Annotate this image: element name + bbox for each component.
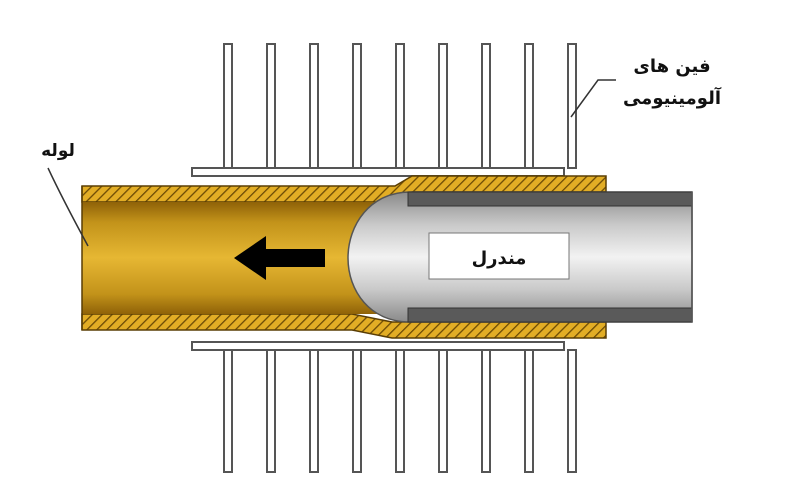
fins-label-line2: آلومینیومی bbox=[623, 86, 722, 109]
top-fin-blade bbox=[266, 43, 276, 169]
top-fins bbox=[191, 43, 577, 177]
fins-leader-line bbox=[570, 79, 616, 118]
bottom-fin-blade bbox=[524, 349, 534, 473]
mandrel-label: مندرل bbox=[472, 248, 527, 269]
bottom-fin-blade bbox=[223, 349, 233, 473]
tube-wall-bottom bbox=[81, 313, 607, 339]
top-fin-blade bbox=[438, 43, 448, 169]
mandrel-rod-bottom bbox=[407, 307, 693, 323]
fins-label-line1: فین های bbox=[633, 56, 710, 77]
tube-label: لوله bbox=[41, 141, 75, 161]
mandrel: مندرل bbox=[347, 191, 693, 323]
top-fin-base bbox=[191, 167, 565, 177]
mandrel-rod-top bbox=[407, 191, 693, 207]
bottom-fin-blade bbox=[266, 349, 276, 473]
top-fin-blade bbox=[352, 43, 362, 169]
top-fin-blade bbox=[524, 43, 534, 169]
bottom-fin-blade bbox=[438, 349, 448, 473]
tube-bore bbox=[82, 202, 382, 314]
tube-leader-line bbox=[47, 167, 89, 247]
bottom-fins bbox=[191, 341, 577, 473]
top-fin-blade bbox=[395, 43, 405, 169]
top-fin-blade bbox=[567, 43, 577, 169]
top-fin-blade bbox=[309, 43, 319, 169]
bottom-fin-blade bbox=[567, 349, 577, 473]
bottom-fin-blade bbox=[309, 349, 319, 473]
bottom-fin-blade bbox=[481, 349, 491, 473]
top-fin-blade bbox=[223, 43, 233, 169]
bottom-fin-blade bbox=[352, 349, 362, 473]
top-fin-blade bbox=[481, 43, 491, 169]
top-fin-blades bbox=[223, 43, 577, 169]
bottom-fin-base bbox=[191, 341, 565, 351]
mandrel-label-box bbox=[428, 232, 570, 280]
bottom-fin-blade bbox=[395, 349, 405, 473]
bottom-fin-blades bbox=[223, 349, 577, 473]
arrow-left-icon bbox=[234, 236, 325, 280]
